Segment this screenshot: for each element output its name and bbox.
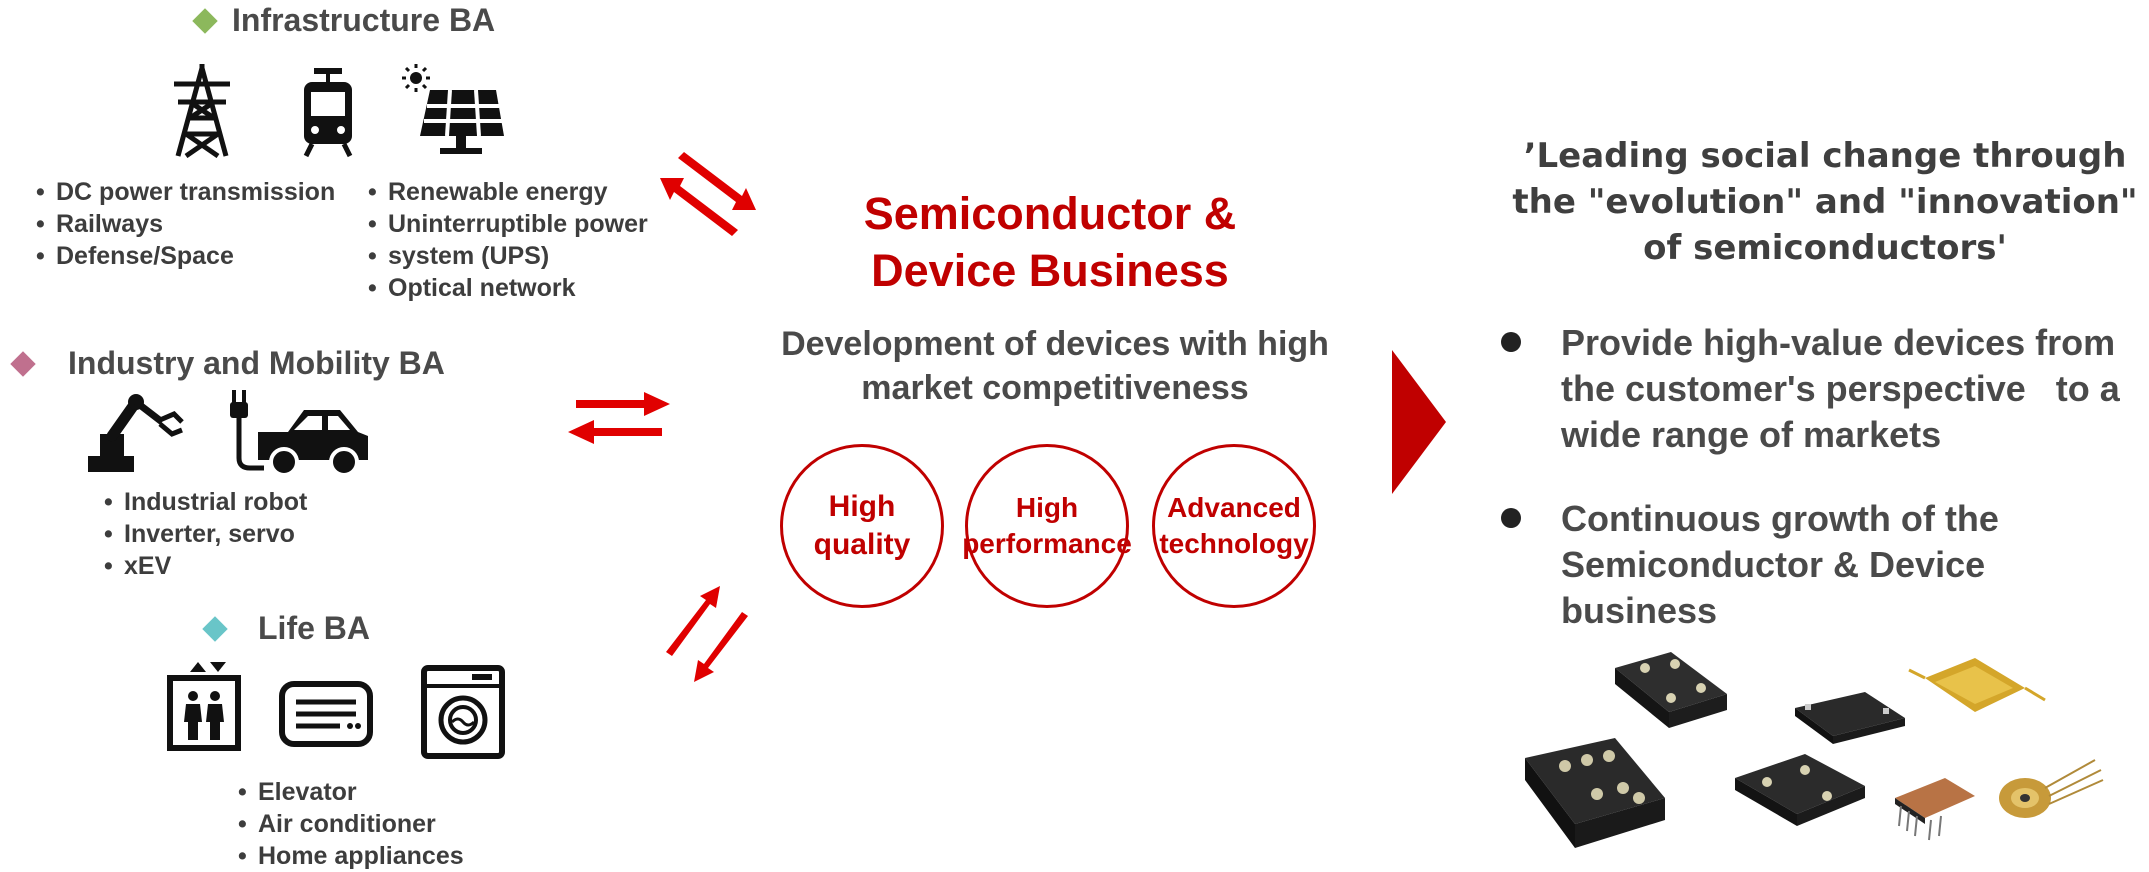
infrastructure-list-left: DC power transmission Railways Defense/S…	[34, 176, 335, 272]
goal-list: Provide high-value devices from the cust…	[1495, 320, 2145, 672]
air-conditioner-icon	[278, 680, 374, 748]
washing-machine-icon	[420, 664, 506, 760]
list-item: Renewable energy	[366, 176, 648, 208]
semiconductor-products-image	[1505, 648, 2145, 868]
center-subtitle-line2: market competitiveness	[861, 369, 1249, 407]
list-item: xEV	[102, 550, 307, 582]
ic-package-image	[1895, 778, 1975, 841]
list-item: Air conditioner	[236, 808, 464, 840]
exchange-arrows-middle-icon	[566, 392, 672, 457]
technology-circle: Advanced technology	[1152, 444, 1316, 608]
ipm-module-image	[1795, 692, 1905, 744]
circle-line2: technology	[1159, 528, 1309, 559]
industry-ba-title: Industry and Mobility BA	[68, 345, 445, 381]
list-item-continued: system (UPS)	[366, 240, 648, 272]
mission-quote: ’Leading social change through the "evol…	[1495, 133, 2149, 271]
center-subtitle-line1: Development of devices with high	[781, 325, 1329, 363]
circle-line1: High	[828, 490, 896, 523]
circle-line1: High	[1015, 492, 1079, 523]
list-item: Industrial robot	[102, 486, 307, 518]
flow-arrow-icon	[1392, 350, 1448, 499]
life-ba-header: Life BA	[202, 610, 370, 647]
infrastructure-diamond-icon	[192, 7, 218, 34]
power-module-top-image	[1615, 652, 1727, 728]
center-title: Semiconductor & Device Business	[800, 185, 1300, 299]
list-item: Continuous growth of the Semiconductor &…	[1495, 496, 2145, 634]
list-item: Optical network	[366, 272, 648, 304]
list-item: Home appliances	[236, 840, 464, 872]
electric-car-icon	[222, 388, 372, 480]
circle-line1: Advanced	[1167, 492, 1301, 523]
life-diamond-icon	[202, 615, 228, 642]
industrial-robot-icon	[86, 392, 190, 474]
quote-line1: ’Leading social change through	[1523, 136, 2127, 176]
industry-list: Industrial robot Inverter, servo xEV	[102, 486, 307, 582]
center-title-line2: Device Business	[871, 245, 1229, 296]
laser-diode-image	[1999, 759, 2104, 818]
center-subtitle: Development of devices with high market …	[740, 322, 1370, 410]
infrastructure-ba-title: Infrastructure BA	[232, 2, 496, 38]
quote-line3: of semiconductors'	[1643, 228, 2007, 268]
quote-line2: the "evolution" and "innovation"	[1512, 182, 2138, 222]
power-module-flat-image	[1735, 754, 1865, 826]
power-tower-icon	[168, 62, 236, 158]
power-module-large-image	[1525, 738, 1665, 848]
exchange-arrows-bottom-icon	[662, 582, 752, 691]
list-item: Provide high-value devices from the cust…	[1495, 320, 2145, 458]
performance-circle: High performance	[962, 444, 1132, 608]
industry-ba-header: Industry and Mobility BA	[10, 345, 445, 382]
exchange-arrows-top-icon	[656, 148, 760, 245]
rf-device-image	[1908, 658, 2046, 712]
quality-circle: High quality	[780, 444, 944, 608]
infrastructure-list-right: Renewable energy Uninterruptible power s…	[366, 176, 648, 304]
life-ba-title: Life BA	[258, 610, 370, 646]
industry-diamond-icon	[10, 350, 36, 377]
circle-line2: performance	[962, 528, 1132, 559]
elevator-icon	[166, 660, 242, 752]
train-icon	[300, 66, 356, 158]
list-item: Elevator	[236, 776, 464, 808]
infrastructure-ba-header: Infrastructure BA	[192, 2, 496, 39]
solar-panel-icon	[400, 62, 506, 160]
circle-line2: quality	[813, 528, 911, 561]
list-item: Uninterruptible power	[366, 208, 648, 240]
center-title-line1: Semiconductor &	[863, 188, 1237, 239]
life-list: Elevator Air conditioner Home appliances	[236, 776, 464, 872]
list-item: DC power transmission	[34, 176, 335, 208]
list-item: Defense/Space	[34, 240, 335, 272]
list-item: Inverter, servo	[102, 518, 307, 550]
list-item: Railways	[34, 208, 335, 240]
